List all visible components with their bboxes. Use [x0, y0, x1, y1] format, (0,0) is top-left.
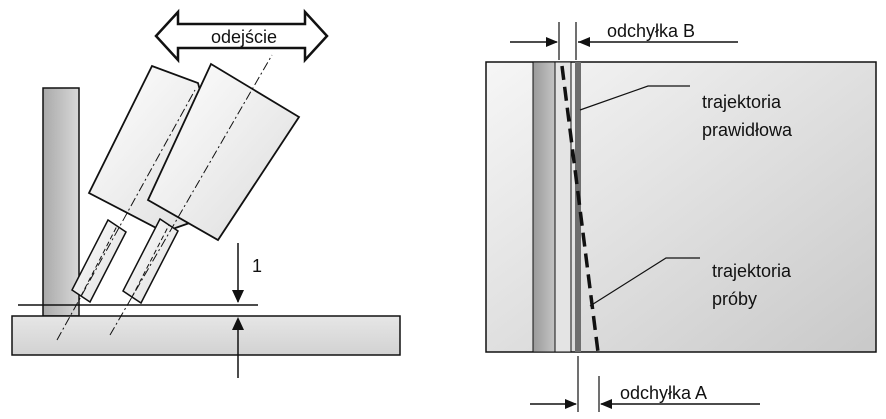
- test-trajectory-label-1: trajektoria: [712, 261, 792, 281]
- vertical-plate: [42, 87, 80, 317]
- correct-trajectory-label-1: trajektoria: [702, 92, 782, 112]
- side-plate-light: [554, 61, 572, 353]
- left-panel: odejście 1: [11, 8, 401, 378]
- deviation-b-dimension: odchyłka B: [510, 21, 738, 60]
- correct-trajectory-label-2: prawidłowa: [702, 120, 793, 140]
- torch-displaced: [122, 62, 301, 305]
- test-trajectory-leader: [589, 257, 700, 307]
- dimension-1: 1: [232, 243, 262, 378]
- deviation-b-label: odchyłka B: [607, 21, 695, 41]
- right-panel: trajektoria prawidłowa trajektoria próby…: [485, 21, 877, 412]
- torch-axis-1: [56, 89, 196, 341]
- dimension-1-label: 1: [252, 256, 262, 276]
- torch-axis-2: [109, 54, 273, 336]
- correct-trajectory-leader: [579, 85, 690, 111]
- deviation-a-dimension: odchyłka A: [530, 356, 760, 412]
- departure-arrow-label: odejście: [211, 27, 277, 47]
- correct-trajectory-line: [575, 62, 581, 352]
- test-trajectory-label-2: próby: [712, 289, 757, 309]
- deviation-a-label: odchyłka A: [620, 383, 707, 403]
- base-plate: [11, 315, 401, 356]
- departure-arrow: [154, 8, 329, 64]
- side-plate-dark: [532, 61, 556, 353]
